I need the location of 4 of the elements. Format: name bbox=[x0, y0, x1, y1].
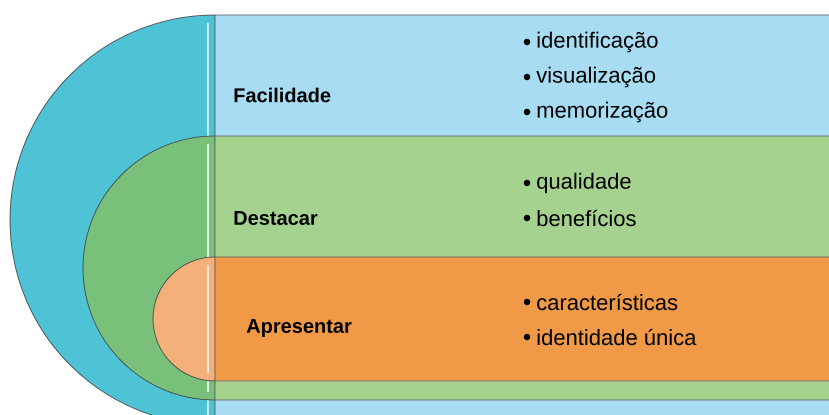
band-heading: Facilidade bbox=[234, 88, 330, 102]
bullet-item: memorização bbox=[524, 102, 668, 122]
bullet-item: visualização bbox=[524, 66, 656, 88]
bullet-item: identificação bbox=[524, 32, 658, 52]
